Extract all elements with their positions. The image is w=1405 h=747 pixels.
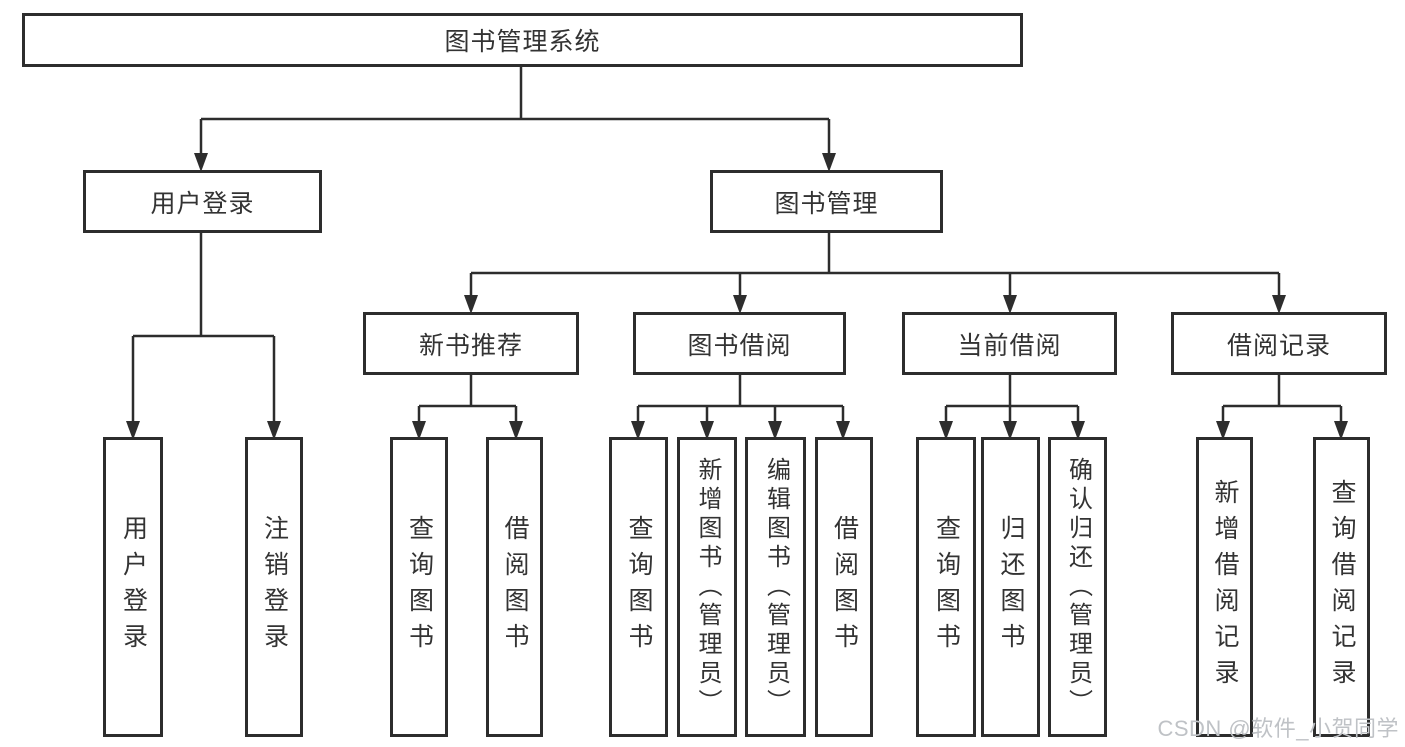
arrowhead-icon (836, 421, 850, 440)
arrowhead-icon (1071, 421, 1085, 440)
arrowhead-icon (822, 153, 836, 172)
leaf-logout: 注销登录 (245, 437, 303, 737)
arrowhead-icon (1003, 421, 1017, 440)
leaf-query-books-recommend: 查询图书 (390, 437, 448, 737)
arrowhead-icon (412, 421, 426, 440)
leaf-query-books-borrowing: 查询图书 (609, 437, 668, 737)
arrowhead-icon (733, 295, 747, 314)
arrowhead-icon (126, 421, 140, 440)
leaf-edit-book-admin: 编辑图书（管理员） (745, 437, 806, 737)
leaf-borrow-books-recommend: 借阅图书 (486, 437, 543, 737)
node-borrowing-records: 借阅记录 (1171, 312, 1387, 375)
leaf-add-book-admin: 新增图书（管理员） (677, 437, 737, 737)
arrowhead-icon (1272, 295, 1286, 314)
node-new-book-recommendation: 新书推荐 (363, 312, 579, 375)
leaf-query-borrow-record: 查询借阅记录 (1313, 437, 1370, 737)
arrowhead-icon (1216, 421, 1230, 440)
leaf-add-borrow-record: 新增借阅记录 (1196, 437, 1253, 737)
arrowhead-icon (1334, 421, 1348, 440)
node-book-borrowing: 图书借阅 (633, 312, 846, 375)
connector-path (131, 67, 1343, 424)
arrowhead-icon (1003, 295, 1017, 314)
node-library-management-system: 图书管理系统 (22, 13, 1023, 67)
arrowhead-icon (700, 421, 714, 440)
leaf-user-login: 用户登录 (103, 437, 163, 737)
leaf-confirm-return-admin: 确认归还（管理员） (1048, 437, 1107, 737)
arrowhead-icon (267, 421, 281, 440)
arrowhead-icon (939, 421, 953, 440)
arrowhead-icon (194, 153, 208, 172)
leaf-query-books-current: 查询图书 (916, 437, 976, 737)
node-user-login: 用户登录 (83, 170, 322, 233)
arrowhead-icon (509, 421, 523, 440)
node-current-borrowing: 当前借阅 (902, 312, 1117, 375)
leaf-borrow-books: 借阅图书 (815, 437, 873, 737)
arrowhead-icon (631, 421, 645, 440)
node-book-management: 图书管理 (710, 170, 943, 233)
arrowhead-icon (768, 421, 782, 440)
arrowhead-icon (464, 295, 478, 314)
leaf-return-books: 归还图书 (981, 437, 1040, 737)
